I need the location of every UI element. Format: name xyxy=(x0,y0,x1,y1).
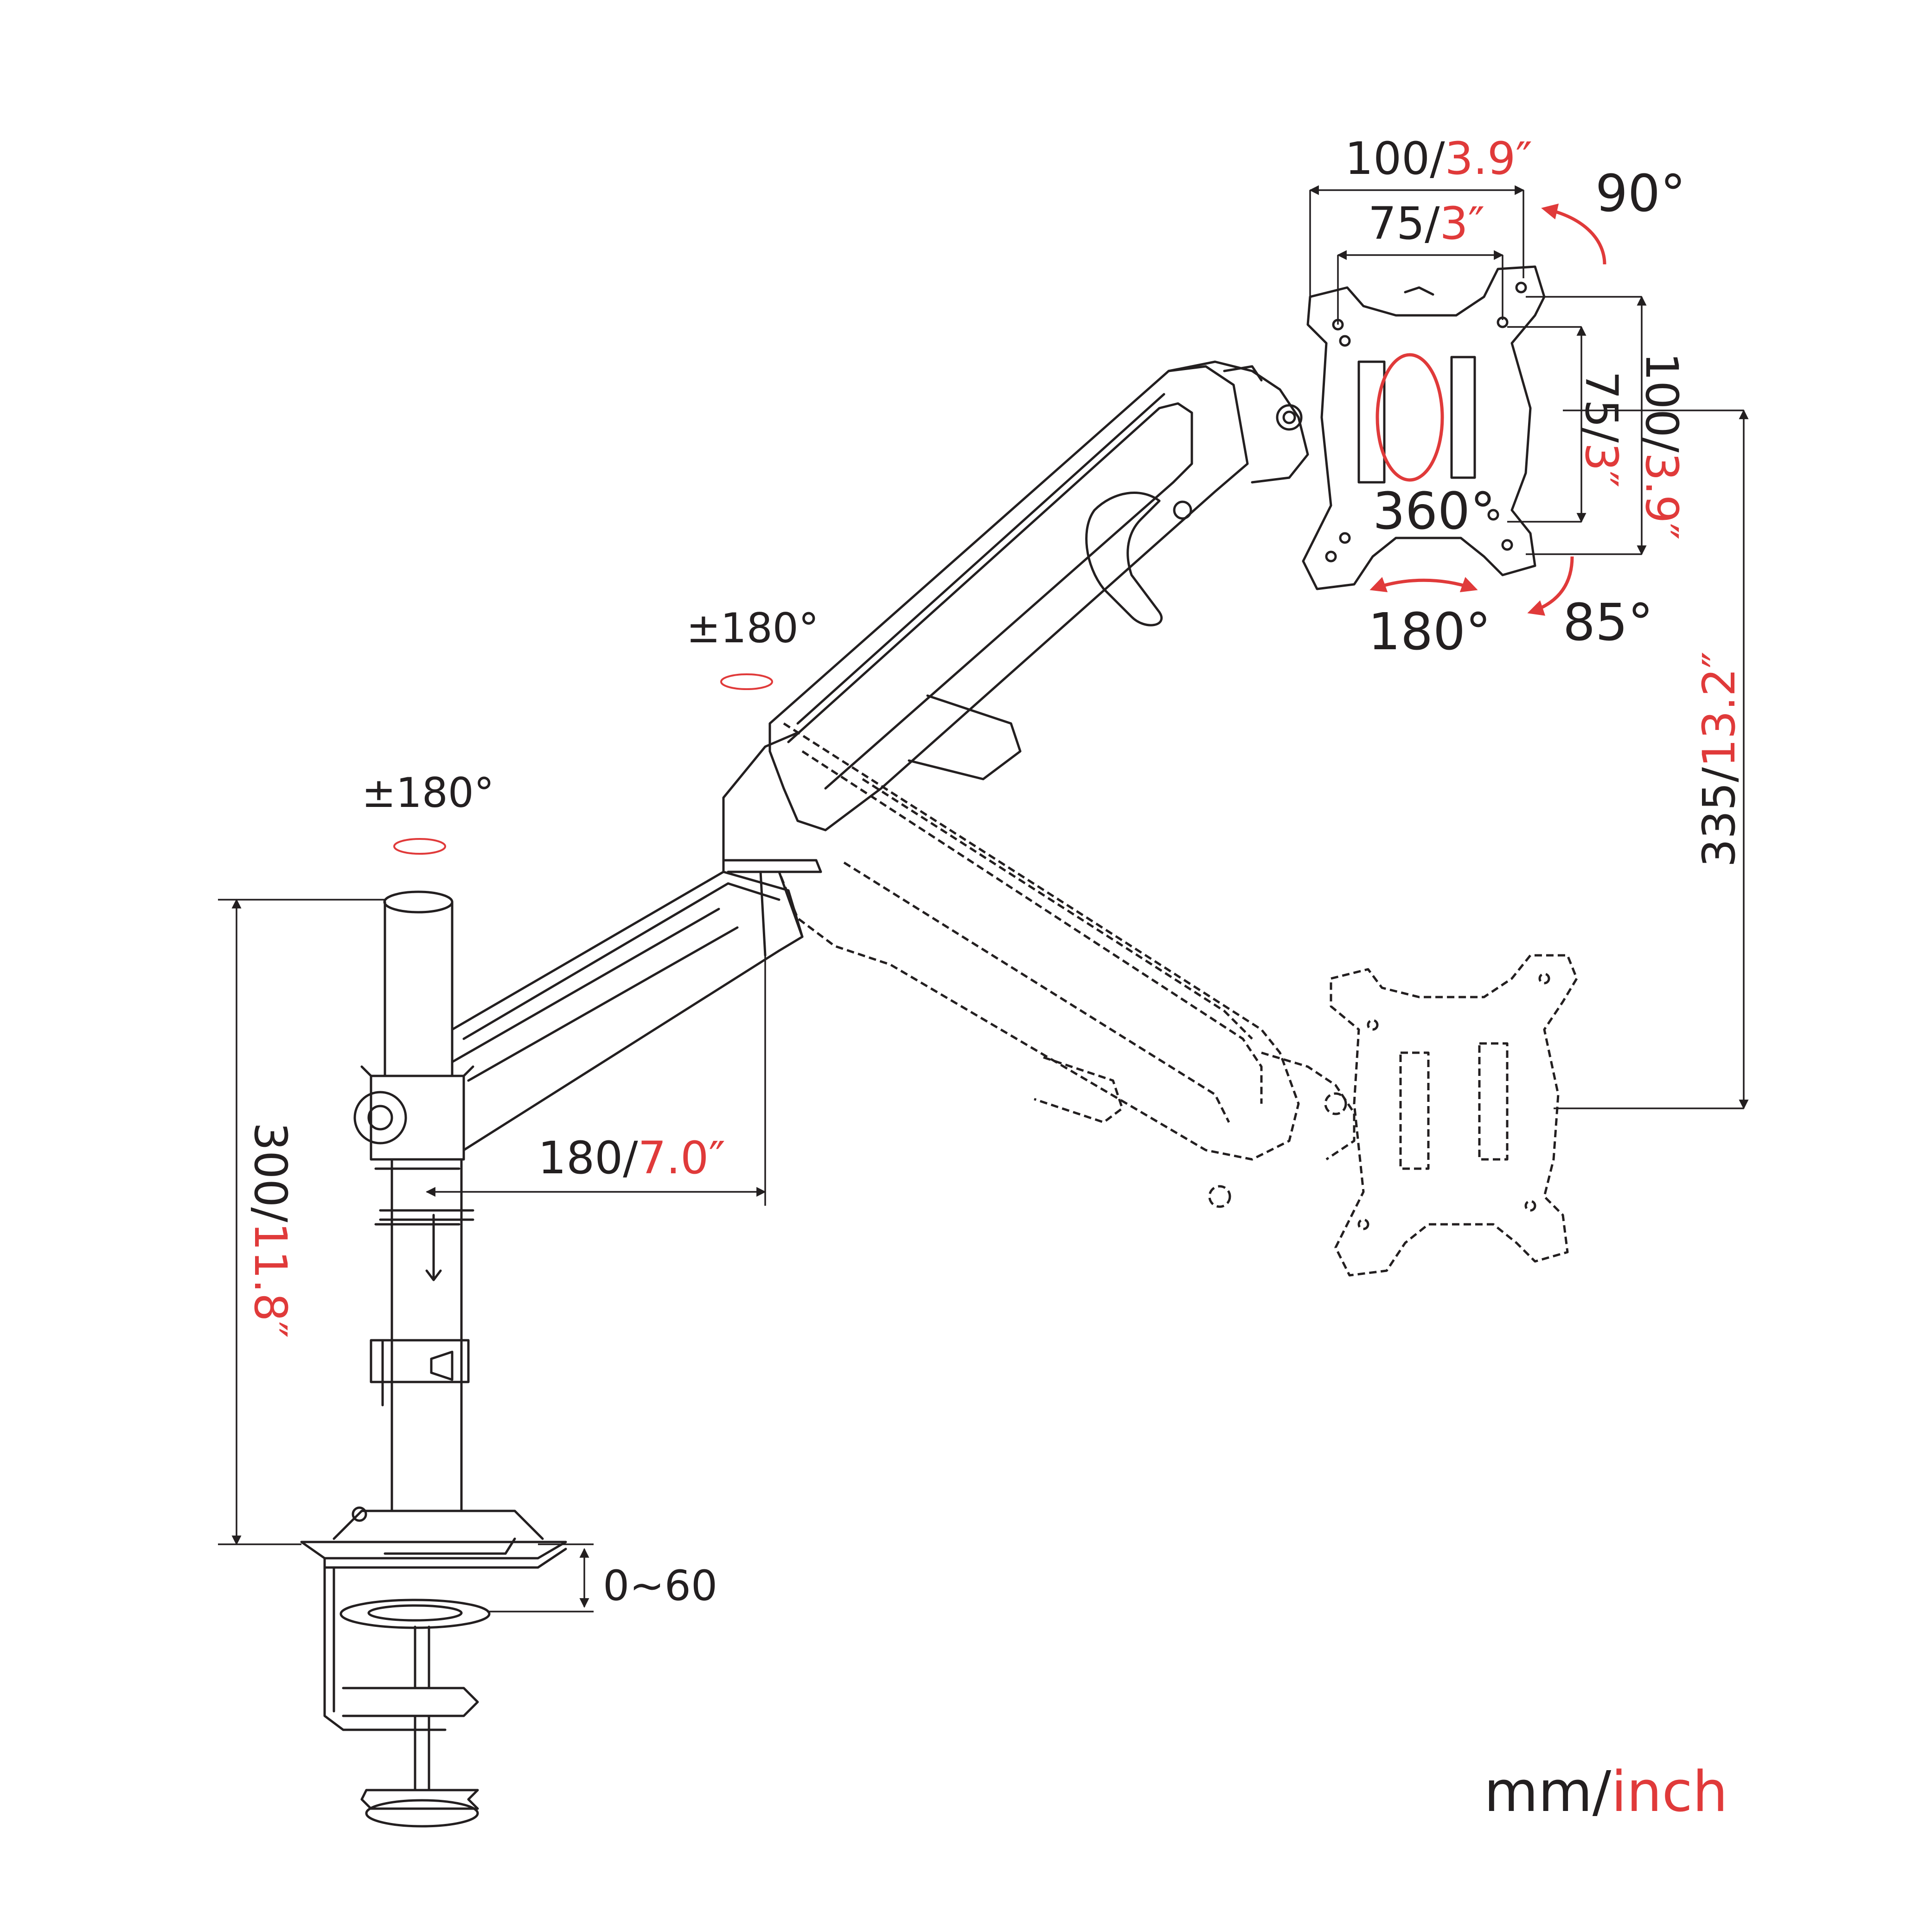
lowered-plate-outline xyxy=(1330,954,1578,1277)
swivel-head-label: 180° xyxy=(1368,602,1491,661)
rotate-label: 360° xyxy=(1373,481,1496,541)
clamp-range-label: 0~60 xyxy=(603,1561,717,1610)
upper-arm xyxy=(768,360,1309,832)
tilt-up-label: 90° xyxy=(1595,164,1686,223)
pole-swivel-label: ±180° xyxy=(362,769,494,817)
pole-height-label: 300/11.8″ xyxy=(244,1122,296,1338)
vesa-plate xyxy=(1302,265,1546,590)
vesa-width-75-label: 75/3″ xyxy=(1368,198,1484,249)
vesa-width-100-label: 100/3.9″ xyxy=(1345,133,1532,185)
units-label: mm/inch xyxy=(1484,1760,1728,1824)
height-range-label: 335/13.2″ xyxy=(1693,652,1745,867)
lowered-arm-outline xyxy=(778,722,1356,1208)
pole xyxy=(353,890,474,1512)
vesa-height-100-label: 100/3.9″ xyxy=(1636,352,1688,540)
elbow-swivel-label: ±180° xyxy=(686,604,819,652)
dimension-lines xyxy=(218,185,1749,1612)
tilt-down-label: 85° xyxy=(1563,593,1653,652)
arm-reach-label: 180/7.0″ xyxy=(538,1132,725,1184)
vesa-height-75-label: 75/3″ xyxy=(1575,371,1627,487)
rotation-arrows xyxy=(393,204,1606,855)
desk-clamp xyxy=(300,1506,567,1828)
